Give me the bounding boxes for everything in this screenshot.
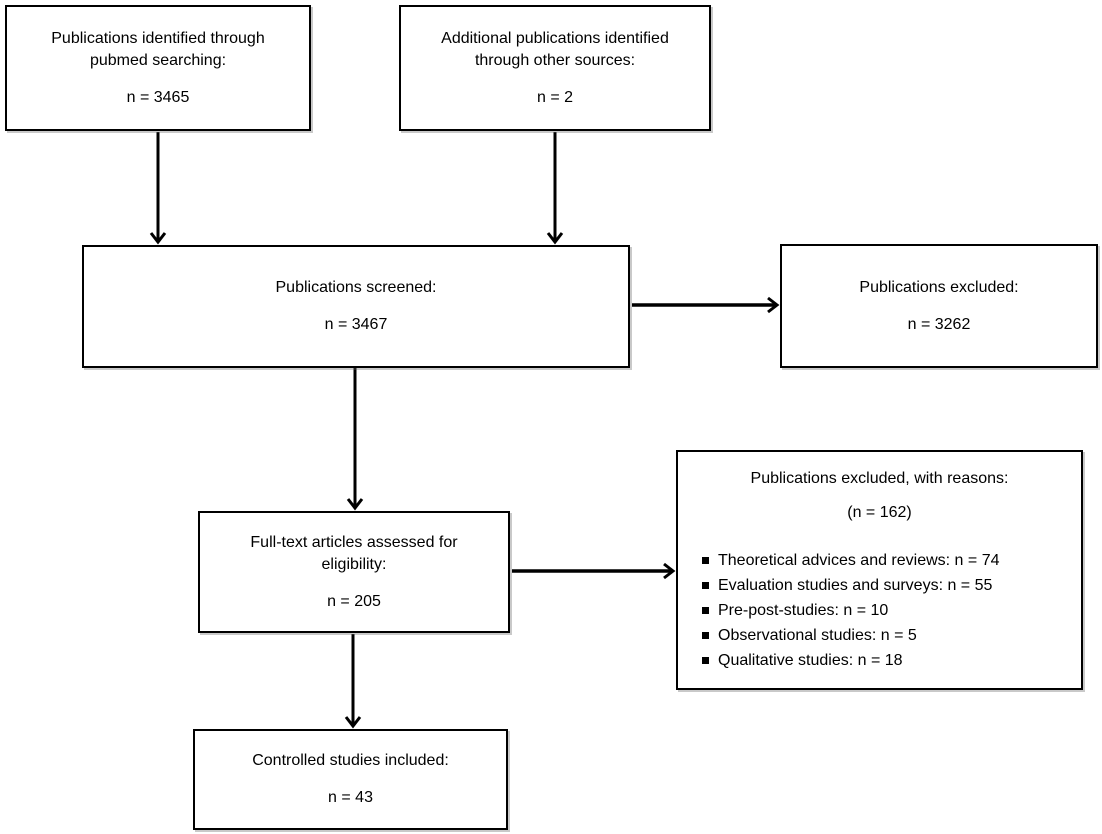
box-count: n = 205 <box>327 592 381 610</box>
box-count: n = 3465 <box>126 88 190 106</box>
box-excluded: Publications excluded: n = 3262 <box>780 244 1098 368</box>
box-label: eligibility: <box>321 555 387 573</box>
bullet-square-icon <box>702 581 709 589</box>
box-label: Full-text articles assessed for <box>250 533 458 551</box>
box-count: n = 3467 <box>324 316 388 333</box>
bullet-square-icon <box>702 606 709 614</box>
box-excluded-with-reasons: Publications excluded, with reasons: (n … <box>676 450 1083 690</box>
bullet-square-icon <box>702 656 709 664</box>
box-label: through other sources: <box>474 51 636 69</box>
list-item: Evaluation studies and surveys: n = 55 <box>702 573 1073 598</box>
box-included: Controlled studies included: n = 43 <box>193 729 508 830</box>
reason-text: Observational studies: n = 5 <box>718 626 917 644</box>
box-label: Additional publications identified <box>441 29 669 47</box>
bullet-square-icon <box>702 556 709 564</box>
box-label: Controlled studies included: <box>252 752 449 769</box>
box-count: n = 43 <box>328 789 373 806</box>
box-label: Publications excluded: <box>859 278 1019 296</box>
box-label: pubmed searching: <box>89 51 227 69</box>
list-item: Qualitative studies: n = 18 <box>702 648 1073 673</box>
box-label: Publications screened: <box>275 279 437 296</box>
exclusion-reason-list: Theoretical advices and reviews: n = 74 … <box>678 548 1081 673</box>
box-count: n = 2 <box>536 88 574 106</box>
bullet-square-icon <box>702 631 709 639</box>
box-identification-other-sources: Additional publications identified throu… <box>399 5 711 131</box>
box-identification-pubmed: Publications identified through pubmed s… <box>5 5 311 131</box>
box-label: Publications identified through <box>51 29 265 47</box>
box-count: (n = 162) <box>847 503 912 521</box>
box-fulltext-assessed: Full-text articles assessed for eligibil… <box>198 511 510 633</box>
reason-text: Evaluation studies and surveys: n = 55 <box>718 576 993 594</box>
reason-text: Qualitative studies: n = 18 <box>718 651 903 669</box>
box-count: n = 3262 <box>907 315 971 333</box>
box-title: Publications excluded, with reasons: <box>750 469 1009 487</box>
list-item: Theoretical advices and reviews: n = 74 <box>702 548 1073 573</box>
box-screened: Publications screened: n = 3467 <box>82 245 630 368</box>
list-item: Observational studies: n = 5 <box>702 623 1073 648</box>
list-item: Pre-post-studies: n = 10 <box>702 598 1073 623</box>
reason-text: Theoretical advices and reviews: n = 74 <box>718 551 1000 569</box>
reason-text: Pre-post-studies: n = 10 <box>718 601 889 619</box>
